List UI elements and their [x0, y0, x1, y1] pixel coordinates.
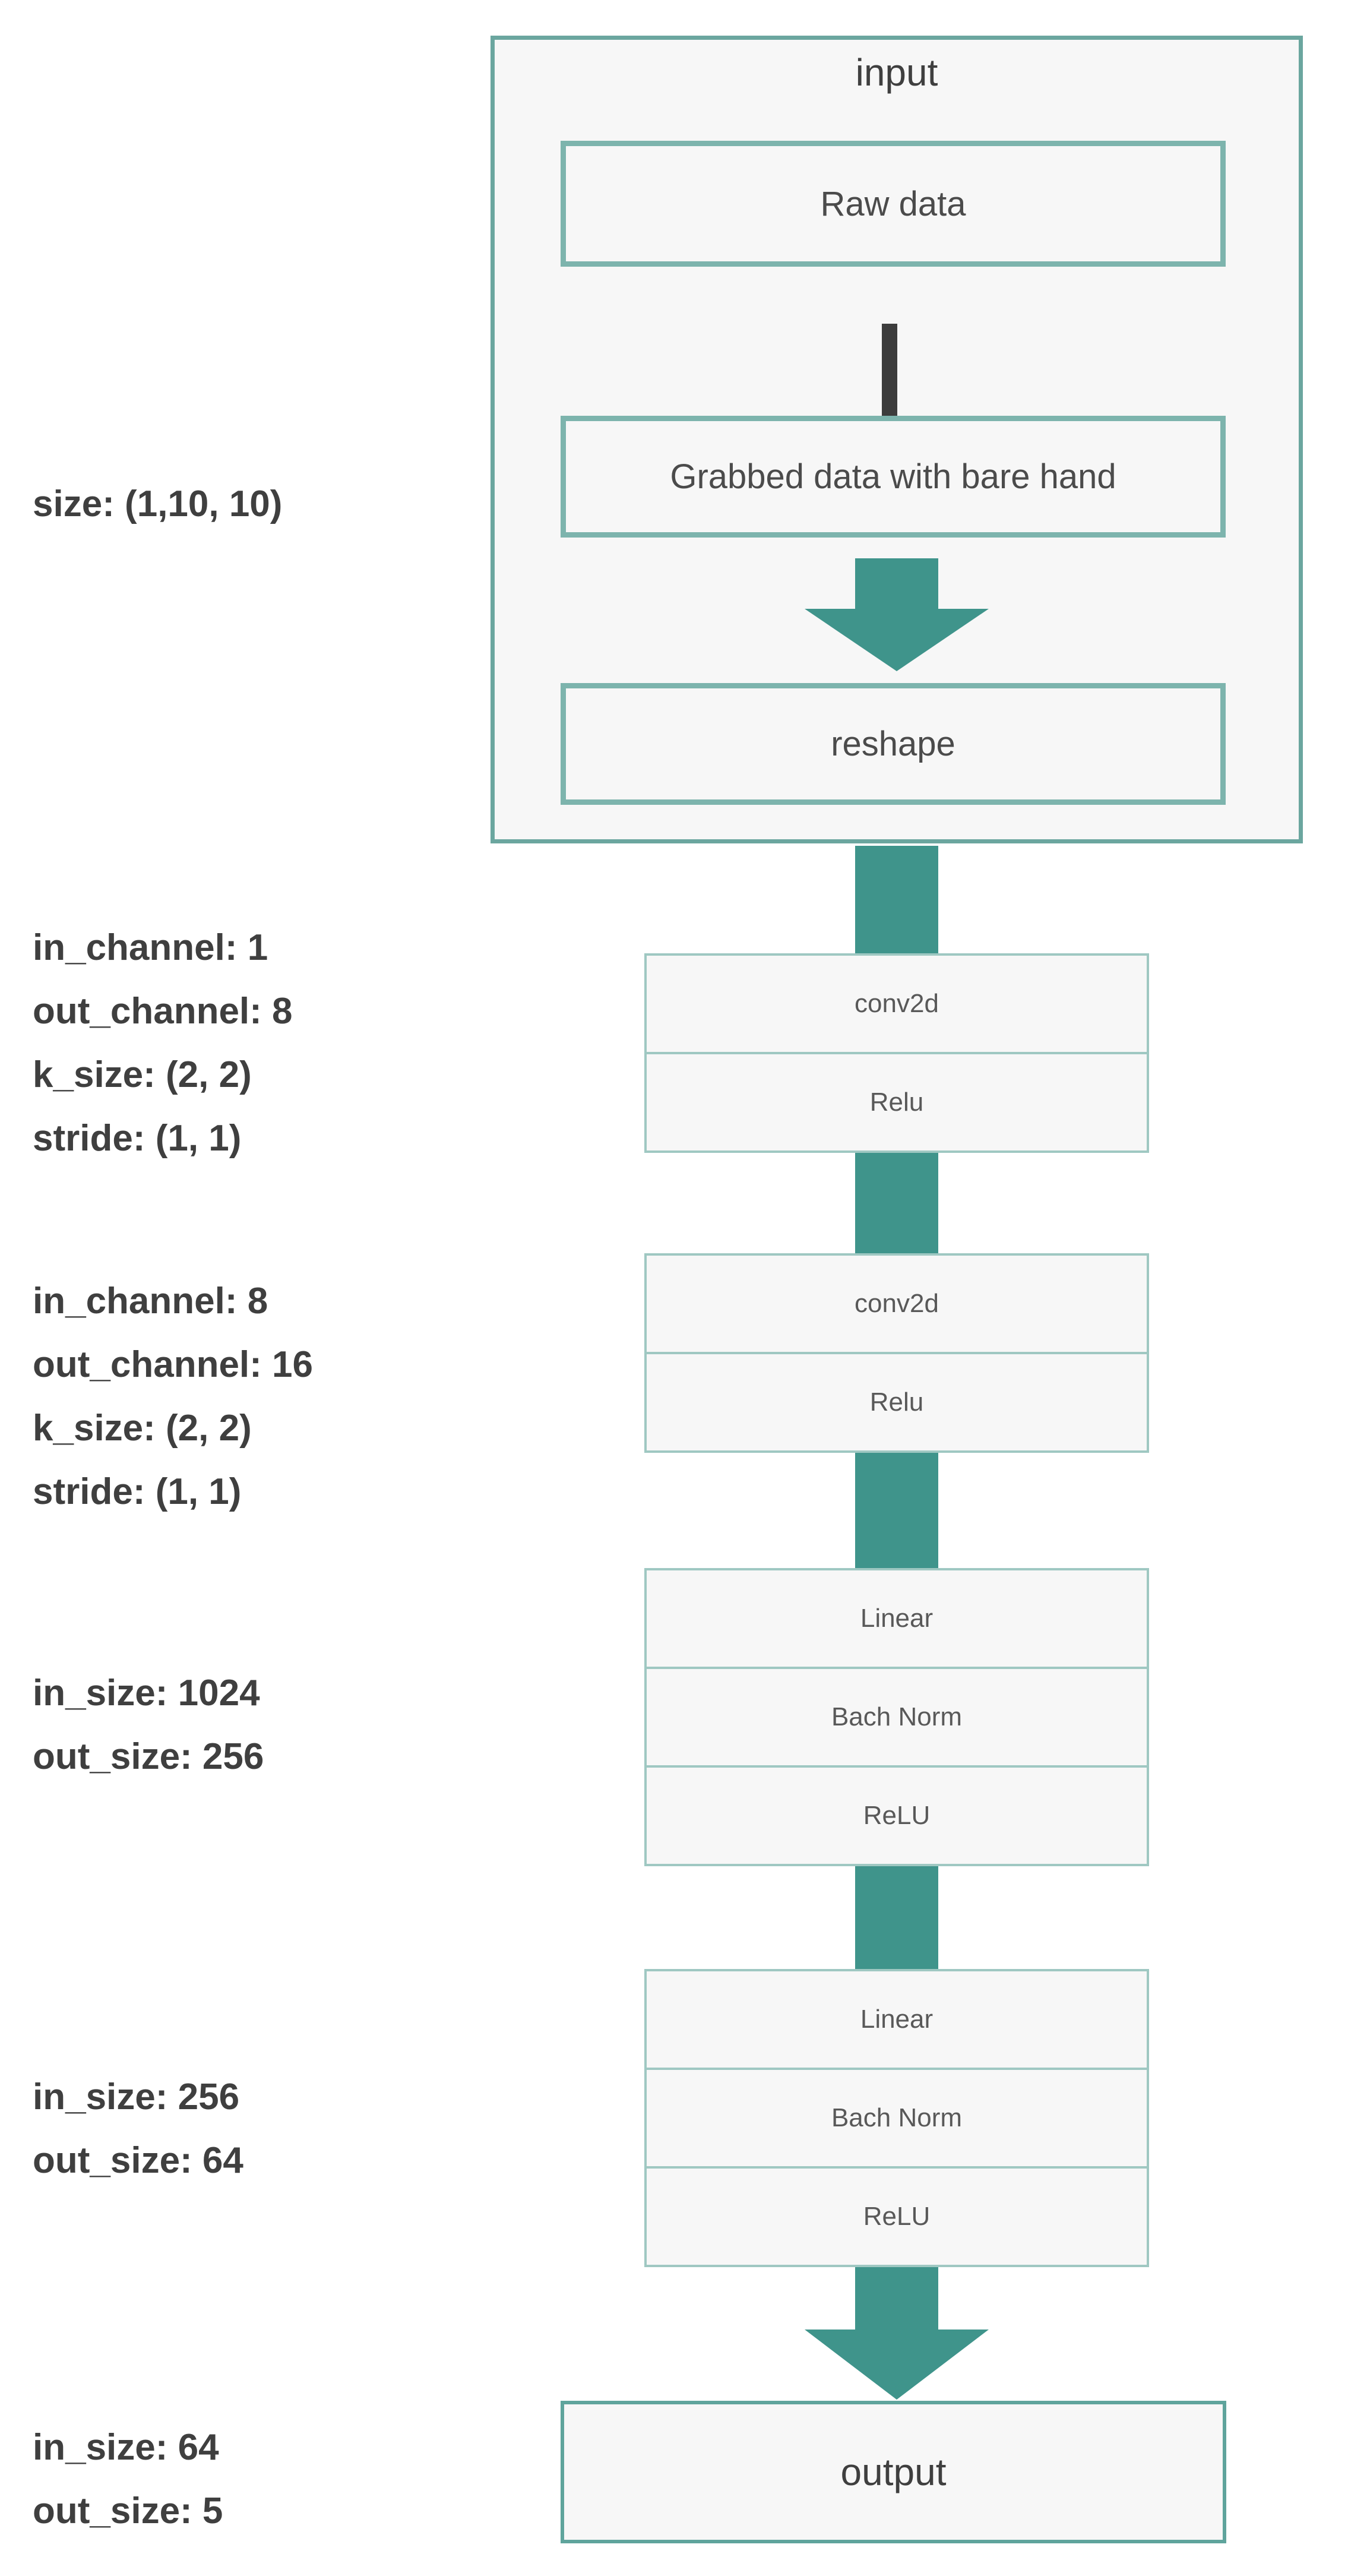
cell-bach-norm: Bach Norm — [644, 1667, 1149, 1768]
raw-data-node: Raw data — [561, 141, 1226, 267]
connector-bar — [855, 1865, 938, 1972]
annotation-line: in_size: 1024 — [33, 1673, 260, 1714]
cell-linear: Linear — [644, 1568, 1149, 1669]
annotation-line: stride: (1, 1) — [33, 1118, 242, 1159]
cell-linear: Linear — [644, 1969, 1149, 2070]
annotation-line: in_channel: 1 — [33, 927, 268, 968]
annotation-line: out_size: 5 — [33, 2490, 223, 2531]
raw-data-label: Raw data — [820, 184, 966, 223]
annotation-fc1-params: in_size: 1024 out_size: 256 — [33, 1661, 264, 1788]
down-arrow-icon — [855, 558, 938, 609]
annotation-line: k_size: (2, 2) — [33, 1408, 252, 1449]
cell-relu: Relu — [644, 1352, 1149, 1453]
cell-relu: ReLU — [644, 2166, 1149, 2267]
annotation-line: in_size: 256 — [33, 2076, 240, 2117]
input-group-container: input Raw data Grabbed data with bare ha… — [491, 36, 1303, 843]
annotation-line: out_channel: 8 — [33, 991, 293, 1032]
linear-stack-2: Linear Bach Norm ReLU — [644, 1969, 1149, 2267]
conv-stack-2: conv2d Relu — [644, 1253, 1149, 1453]
annotation-input-size: size: (1,10, 10) — [33, 472, 282, 536]
annotation-line: in_size: 64 — [33, 2427, 219, 2468]
link-bar — [882, 324, 897, 431]
conv-stack-1: conv2d Relu — [644, 953, 1149, 1153]
annotation-line: out_size: 64 — [33, 2140, 243, 2181]
input-group-title: input — [855, 51, 938, 94]
annotation-output-params: in_size: 64 out_size: 5 — [33, 2416, 223, 2543]
cell-conv2d: conv2d — [644, 1253, 1149, 1354]
annotation-line: stride: (1, 1) — [33, 1471, 242, 1512]
annotation-line: out_size: 256 — [33, 1736, 264, 1777]
annotation-line: out_channel: 16 — [33, 1344, 313, 1385]
grabbed-data-label: Grabbed data with bare hand — [670, 457, 1116, 496]
linear-stack-1: Linear Bach Norm ReLU — [644, 1568, 1149, 1866]
annotation-line: in_channel: 8 — [33, 1281, 268, 1322]
annotation-conv1-params: in_channel: 1 out_channel: 8 k_size: (2,… — [33, 916, 293, 1170]
connector-bar — [855, 846, 938, 956]
annotation-fc2-params: in_size: 256 out_size: 64 — [33, 2065, 243, 2192]
down-arrow-icon — [805, 2330, 989, 2400]
connector-bar — [855, 1152, 938, 1256]
down-arrow-icon — [855, 2267, 938, 2330]
cell-conv2d: conv2d — [644, 953, 1149, 1054]
cell-relu: ReLU — [644, 1765, 1149, 1866]
annotation-conv2-params: in_channel: 8 out_channel: 16 k_size: (2… — [33, 1269, 313, 1524]
reshape-node: reshape — [561, 683, 1226, 805]
output-label: output — [840, 2451, 947, 2493]
cell-bach-norm: Bach Norm — [644, 2068, 1149, 2169]
cell-relu: Relu — [644, 1052, 1149, 1153]
output-node: output — [561, 2401, 1226, 2543]
annotation-line: k_size: (2, 2) — [33, 1054, 252, 1095]
down-arrow-icon — [805, 609, 989, 671]
annotation-line: size: (1,10, 10) — [33, 483, 283, 524]
connector-bar — [855, 1452, 938, 1571]
grabbed-data-node: Grabbed data with bare hand — [561, 416, 1226, 538]
reshape-label: reshape — [831, 725, 955, 763]
